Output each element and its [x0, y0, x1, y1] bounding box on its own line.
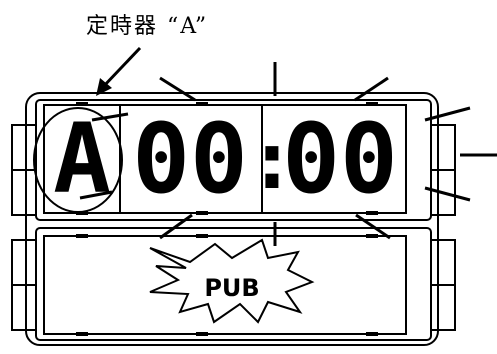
mount-clips — [76, 102, 378, 336]
pointer-arrow — [96, 46, 142, 96]
timer-a-caption: 定時器 “A” — [86, 14, 209, 39]
timer-letter-highlight — [33, 107, 123, 213]
time-separator: : — [248, 114, 296, 207]
pub-starburst: PUB — [149, 238, 315, 324]
pub-label: PUB — [204, 274, 259, 302]
seconds-digits: 00 — [282, 103, 398, 215]
device-housing — [11, 92, 456, 346]
flash-rays — [79, 62, 497, 246]
minutes-digits: 00 — [132, 103, 248, 215]
